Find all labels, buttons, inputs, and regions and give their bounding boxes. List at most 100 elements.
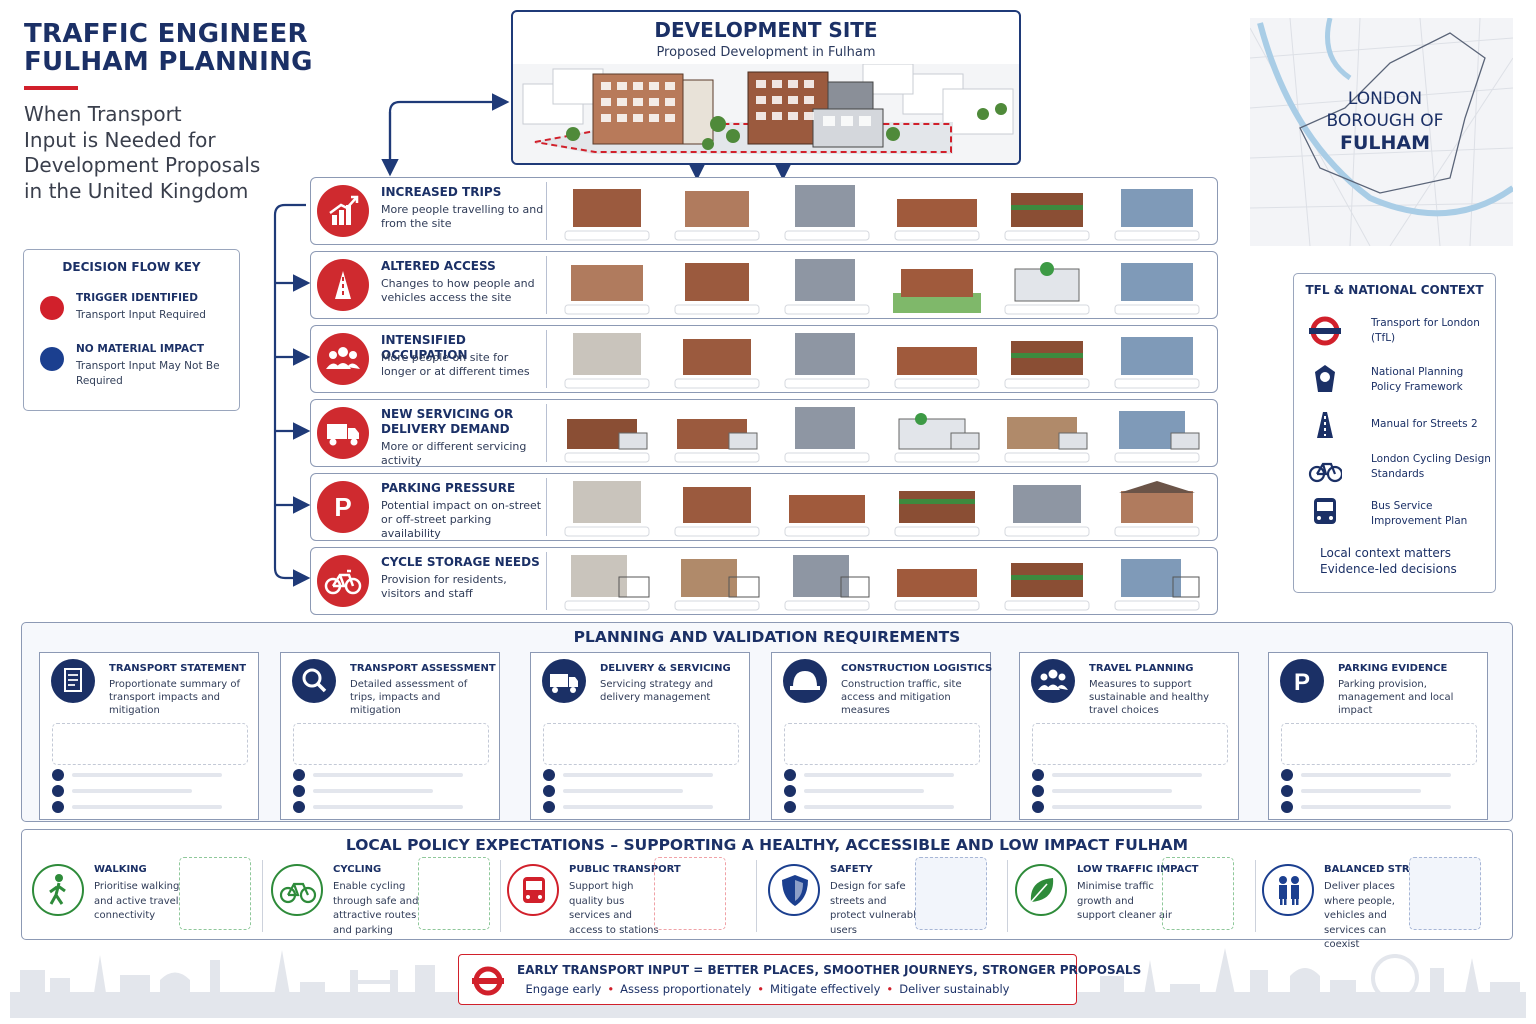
building-thumbnail [564, 555, 650, 611]
planning-card-travel-planning: TRAVEL PLANNING Measures to support sust… [1019, 652, 1239, 820]
leaf-icon [1015, 864, 1067, 916]
policy-item-public-transport: PUBLIC TRANSPORT Support high quality bu… [499, 857, 739, 938]
parking-icon: P [317, 481, 369, 533]
building-thumbnail [564, 265, 650, 315]
shield-icon [768, 864, 820, 916]
building-thumbnail [564, 189, 650, 241]
footer-banner: EARLY TRANSPORT INPUT = BETTER PLACES, S… [458, 954, 1141, 1005]
building-thumbnail [894, 413, 980, 463]
building-thumbnail [1114, 189, 1200, 241]
policy-item-safety: SAFETY Design for safe streets and prote… [760, 857, 1000, 938]
truck-icon [542, 659, 586, 703]
planning-card-delivery-servicing: DELIVERY & SERVICING Servicing strategy … [530, 652, 750, 820]
blue-dot-icon [40, 347, 64, 371]
building-thumbnail [1114, 481, 1200, 537]
bus-icon [1314, 498, 1336, 524]
policy-item-low-traffic: LOW TRAFFIC IMPACT Minimise traffic grow… [1007, 857, 1247, 938]
red-dot-icon [40, 296, 64, 320]
context-footer: Evidence-led decisions [1320, 562, 1457, 576]
development-site-title: DEVELOPMENT SITE [654, 18, 878, 42]
footer-points: Engage early•Assess proportionately•Miti… [525, 982, 1010, 996]
trigger-row-altered-access: ALTERED ACCESS Changes to how people and… [310, 251, 1218, 319]
decision-flow-key: DECISION FLOW KEY TRIGGER IDENTIFIED Tra… [23, 249, 240, 411]
building-thumbnail [1004, 262, 1090, 315]
road-icon [1317, 412, 1333, 438]
hard-hat-icon [783, 659, 827, 703]
planning-card-parking-evidence: P PARKING EVIDENCE Parking provision, ma… [1268, 652, 1488, 820]
bicycle-icon [271, 864, 323, 916]
people-group-icon [317, 333, 369, 385]
people-pair-icon [1262, 864, 1314, 916]
people-group-icon [1031, 659, 1075, 703]
building-thumbnail [1114, 263, 1200, 315]
page-title: TRAFFIC ENGINEER FULHAM PLANNING [24, 19, 313, 77]
tfl-roundel-icon [1309, 316, 1341, 346]
fulham-map: LONDON BOROUGH OF FULHAM [1250, 18, 1513, 246]
building-thumbnail [1114, 337, 1200, 389]
walking-person-icon [32, 864, 84, 916]
trigger-row-increased-trips: INCREASED TRIPS More people travelling t… [310, 177, 1218, 245]
building-thumbnail [784, 495, 870, 537]
planning-requirements-panel: PLANNING AND VALIDATION REQUIREMENTS TRA… [21, 622, 1513, 822]
local-policy-panel: LOCAL POLICY EXPECTATIONS – SUPPORTING A… [21, 829, 1513, 950]
context-footer: Local context matters [1320, 546, 1451, 560]
building-thumbnail [894, 347, 980, 389]
tfl-roundel-icon [472, 966, 504, 996]
trigger-row-parking-pressure: P PARKING PRESSURE Potential impact on o… [310, 473, 1218, 541]
building-thumbnail [674, 419, 760, 463]
building-thumbnail [1004, 193, 1090, 241]
building-thumbnail [564, 419, 650, 463]
bicycle-icon [317, 555, 369, 607]
policy-item-walking: WALKING Prioritise walking and active tr… [24, 857, 264, 938]
magnifier-icon [292, 659, 336, 703]
building-thumbnail [1004, 341, 1090, 389]
building-thumbnail [893, 269, 981, 313]
policy-title: LOCAL POLICY EXPECTATIONS – SUPPORTING A… [345, 836, 1189, 854]
building-thumbnail [784, 259, 870, 315]
planning-title: PLANNING AND VALIDATION REQUIREMENTS [573, 628, 961, 646]
chart-up-icon [317, 185, 369, 237]
development-site-illustration [513, 64, 1019, 163]
building-thumbnail [674, 339, 760, 389]
map-label: LONDON BOROUGH OF FULHAM [1326, 89, 1444, 154]
truck-icon [317, 407, 369, 459]
building-thumbnail [784, 185, 870, 241]
bicycle-icon [1308, 462, 1342, 483]
planning-card-transport-assessment: TRANSPORT ASSESSMENT Detailed assessment… [280, 652, 500, 820]
bus-icon [507, 864, 559, 916]
building-thumbnail [674, 559, 760, 611]
parking-icon: P [1280, 659, 1324, 703]
svg-text:P: P [334, 492, 351, 522]
building-thumbnail [674, 191, 760, 241]
building-thumbnail [1114, 559, 1200, 611]
building-thumbnail [784, 555, 870, 611]
development-site-panel: DEVELOPMENT SITE Proposed Development in… [511, 10, 1021, 165]
building-thumbnail [784, 333, 870, 389]
map-illustration [1250, 18, 1513, 246]
building-thumbnail [1004, 563, 1090, 611]
planning-card-transport-statement: TRANSPORT STATEMENT Proportionate summar… [39, 652, 259, 820]
building-thumbnail [1004, 417, 1090, 463]
building-thumbnail [1004, 485, 1090, 537]
svg-text:P: P [1294, 669, 1310, 696]
building-thumbnail [674, 487, 760, 537]
tfl-national-context-panel: TFL & NATIONAL CONTEXT Transport for Lon… [1293, 273, 1496, 593]
policy-item-balanced-street: BALANCED STREET USE Deliver places where… [1254, 857, 1494, 950]
planning-card-construction-logistics: CONSTRUCTION LOGISTICS Construction traf… [771, 652, 992, 820]
title-underline [24, 86, 78, 90]
royal-crest-icon [1315, 365, 1335, 392]
building-thumbnail [674, 263, 760, 315]
page-subtitle: When Transport Input is Needed for Devel… [24, 102, 261, 203]
building-thumbnail [894, 199, 980, 241]
trigger-row-cycle-storage: CYCLE STORAGE NEEDS Provision for reside… [310, 547, 1218, 615]
document-icon [51, 659, 95, 703]
building-thumbnail [784, 407, 870, 463]
road-icon [317, 259, 369, 311]
policy-item-cycling: CYCLING Enable cycling through safe and … [263, 857, 503, 938]
building-thumbnail [564, 333, 650, 389]
trigger-row-servicing-demand: NEW SERVICING OR DELIVERY DEMAND More or… [310, 399, 1218, 467]
building-thumbnail [564, 481, 650, 537]
building-thumbnail [1114, 411, 1200, 463]
building-thumbnail [894, 491, 980, 537]
key-title: DECISION FLOW KEY [62, 260, 201, 274]
